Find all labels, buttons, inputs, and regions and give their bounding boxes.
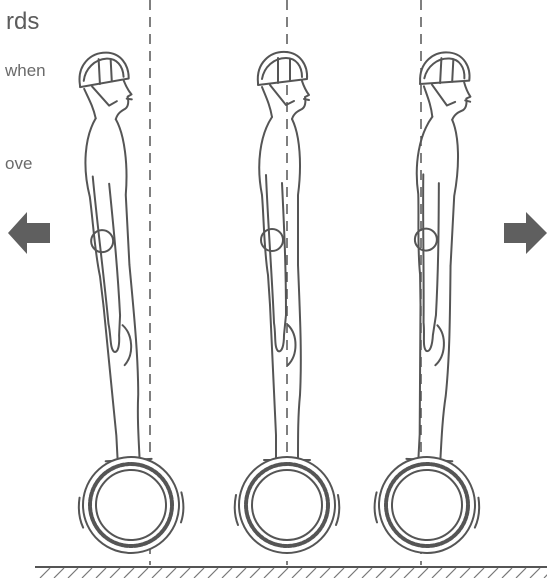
hatch-mark (418, 568, 428, 578)
hatch-mark (194, 568, 204, 578)
hatch-mark (306, 568, 316, 578)
hatch-mark (404, 568, 414, 578)
hatch-mark (390, 568, 400, 578)
hatch-mark (376, 568, 386, 578)
hatch-mark (138, 568, 148, 578)
hatch-mark (40, 568, 50, 578)
hatch-mark (96, 568, 106, 578)
hatch-mark (362, 568, 372, 578)
hatch-mark (236, 568, 246, 578)
hatch-mark (152, 568, 162, 578)
forward-arrow-icon (504, 212, 547, 254)
hatch-mark (460, 568, 470, 578)
hatch-mark (68, 568, 78, 578)
hatch-mark (334, 568, 344, 578)
hatch-mark (250, 568, 260, 578)
ground-hatching (40, 568, 547, 578)
hatch-mark (432, 568, 442, 578)
hatch-mark (488, 568, 498, 578)
hatch-mark (292, 568, 302, 578)
hatch-mark (446, 568, 456, 578)
hatch-mark (222, 568, 232, 578)
hatch-mark (530, 568, 540, 578)
hatch-mark (110, 568, 120, 578)
hatch-mark (54, 568, 64, 578)
hatch-mark (502, 568, 512, 578)
rider-right (372, 50, 503, 556)
hatch-mark (208, 568, 218, 578)
hatch-mark (278, 568, 288, 578)
hatch-mark (320, 568, 330, 578)
hatch-mark (516, 568, 526, 578)
hatch-mark (166, 568, 176, 578)
rider-left (55, 50, 186, 556)
hatch-mark (264, 568, 274, 578)
hatch-mark (124, 568, 134, 578)
backward-arrow-icon (8, 212, 50, 254)
hatch-mark (348, 568, 358, 578)
hatch-mark (82, 568, 92, 578)
hatch-mark (474, 568, 484, 578)
hatch-mark (180, 568, 190, 578)
